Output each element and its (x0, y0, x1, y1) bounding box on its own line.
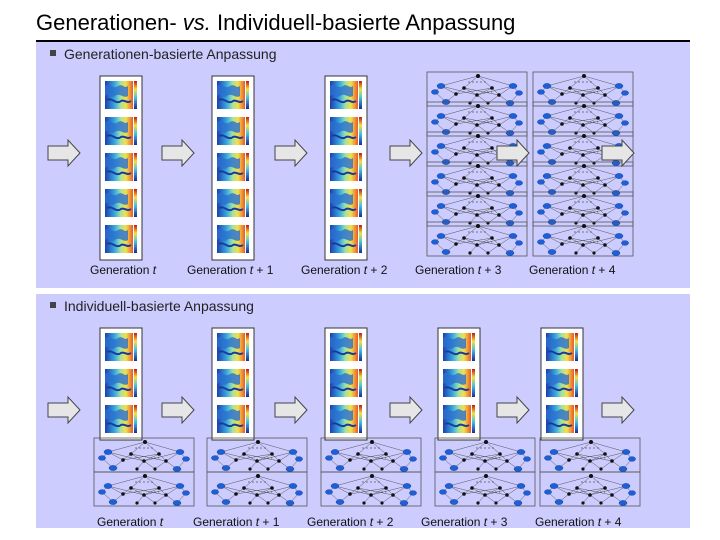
generation-label: Generation t + 1 (187, 263, 274, 277)
network-graph (324, 439, 418, 473)
section-heading: Individuell-basierte Anpassung (50, 298, 254, 314)
network-cell (426, 221, 528, 257)
heatmap-thumbnail (442, 404, 476, 434)
heatmap-thumbnail (329, 80, 363, 110)
heatmap-thumbnail (329, 224, 363, 254)
arrow-icon (47, 138, 81, 168)
arrow-icon (496, 395, 530, 425)
network-graph (536, 193, 630, 227)
network-graph (536, 223, 630, 257)
generation-label: Generation t + 4 (529, 263, 616, 277)
network-cell (206, 471, 308, 507)
heatmap-thumbnail (329, 332, 363, 362)
network-graph (210, 439, 304, 473)
heatmap-thumbnail (104, 368, 138, 398)
arrow-icon (496, 138, 530, 168)
network-graph (430, 103, 524, 137)
heatmap-thumbnail (329, 404, 363, 434)
heatmap-thumbnail (442, 332, 476, 362)
network-graph (97, 439, 191, 473)
title-underline (36, 40, 690, 42)
network-graph (430, 163, 524, 197)
heatmap-thumbnail (545, 368, 579, 398)
generation-label: Generation t (90, 263, 157, 277)
network-graph (430, 193, 524, 227)
network-graph (97, 473, 191, 507)
network-graph (536, 163, 630, 197)
heatmap-thumbnail (216, 116, 250, 146)
heatmap-thumbnail (329, 368, 363, 398)
network-cell (532, 221, 634, 257)
heatmap-thumbnail (104, 80, 138, 110)
network-cell (320, 471, 422, 507)
generation-label: Generation t + 3 (415, 263, 502, 277)
network-graph (543, 473, 637, 507)
network-cell (539, 471, 641, 507)
heatmap-thumbnail (329, 188, 363, 218)
network-graph (324, 473, 418, 507)
heatmap-thumbnail (329, 116, 363, 146)
heatmap-thumbnail (216, 404, 250, 434)
network-graph (543, 439, 637, 473)
heatmap-thumbnail (216, 188, 250, 218)
arrow-icon (601, 138, 635, 168)
arrow-icon (274, 395, 308, 425)
network-graph (536, 103, 630, 137)
heatmap-thumbnail (104, 332, 138, 362)
heatmap-thumbnail (216, 80, 250, 110)
arrow-icon (389, 138, 423, 168)
arrow-icon (47, 395, 81, 425)
network-cell (93, 471, 195, 507)
network-graph (438, 473, 532, 507)
heatmap-thumbnail (216, 152, 250, 182)
heatmap-thumbnail (216, 224, 250, 254)
heatmap-thumbnail (104, 404, 138, 434)
page-title: Generationen- vs. Individuell-basierte A… (36, 10, 516, 35)
heatmap-thumbnail (104, 188, 138, 218)
heatmap-thumbnail (104, 152, 138, 182)
network-graph (430, 223, 524, 257)
generation-label: Generation t + 4 (535, 515, 622, 529)
heatmap-thumbnail (442, 368, 476, 398)
network-graph (430, 73, 524, 107)
bullet-icon (50, 50, 56, 57)
heatmap-thumbnail (545, 404, 579, 434)
bullet-icon (50, 302, 56, 309)
generation-label: Generation t + 2 (301, 263, 388, 277)
arrow-icon (389, 395, 423, 425)
heatmap-thumbnail (329, 152, 363, 182)
arrow-icon (601, 395, 635, 425)
generation-label: Generation t + 2 (307, 515, 394, 529)
arrow-icon (161, 395, 195, 425)
arrow-icon (274, 138, 308, 168)
heatmap-thumbnail (104, 224, 138, 254)
generation-label: Generation t (97, 515, 164, 529)
generation-label: Generation t + 3 (421, 515, 508, 529)
heatmap-thumbnail (545, 332, 579, 362)
network-graph (536, 73, 630, 107)
network-cell (434, 471, 536, 507)
generation-label: Generation t + 1 (193, 515, 280, 529)
section-heading: Generationen-basierte Anpassung (50, 46, 276, 62)
heatmap-thumbnail (216, 332, 250, 362)
heatmap-thumbnail (104, 116, 138, 146)
arrow-icon (161, 138, 195, 168)
network-graph (438, 439, 532, 473)
heatmap-thumbnail (216, 368, 250, 398)
network-graph (210, 473, 304, 507)
